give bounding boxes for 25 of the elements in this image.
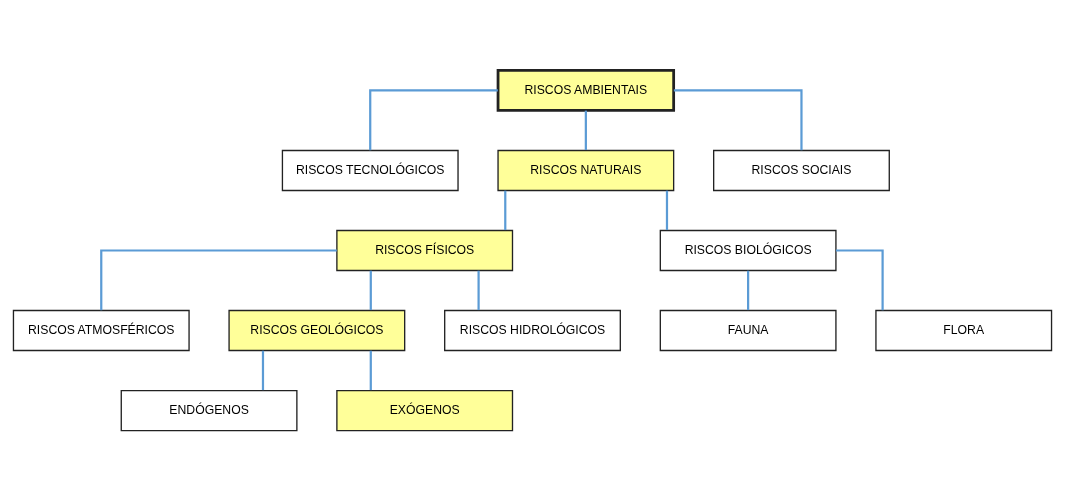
connector bbox=[504, 190, 507, 231]
node-box: RISCOS SOCIAIS bbox=[713, 149, 890, 192]
connector bbox=[584, 110, 587, 150]
node-box: RISCOS BIOLÓGICOS bbox=[659, 229, 837, 272]
node-box: ENDÓGENOS bbox=[120, 389, 298, 432]
node-box: RISCOS GEOLÓGICOS bbox=[228, 309, 406, 352]
node-box: RISCOS AMBIENTAIS bbox=[496, 69, 676, 112]
node-box: FAUNA bbox=[659, 309, 837, 352]
node-box: RISCOS NATURAIS bbox=[497, 149, 675, 192]
connector bbox=[100, 249, 337, 311]
node-box: RISCOS TECNOLÓGICOS bbox=[281, 149, 459, 192]
connector bbox=[673, 89, 803, 151]
node-box: EXÓGENOS bbox=[336, 389, 514, 432]
connector bbox=[477, 270, 480, 311]
node-box: FLORA bbox=[875, 309, 1053, 352]
connector bbox=[369, 350, 372, 391]
connector bbox=[261, 350, 265, 391]
connector bbox=[369, 270, 372, 311]
node-box: RISCOS HIDROLÓGICOS bbox=[444, 309, 621, 352]
node-box: RISCOS FÍSICOS bbox=[336, 229, 514, 272]
connector bbox=[835, 249, 884, 311]
node-box: RISCOS ATMOSFÉRICOS bbox=[12, 309, 190, 352]
connector bbox=[747, 270, 750, 311]
connector bbox=[665, 190, 669, 231]
connector bbox=[369, 89, 498, 151]
